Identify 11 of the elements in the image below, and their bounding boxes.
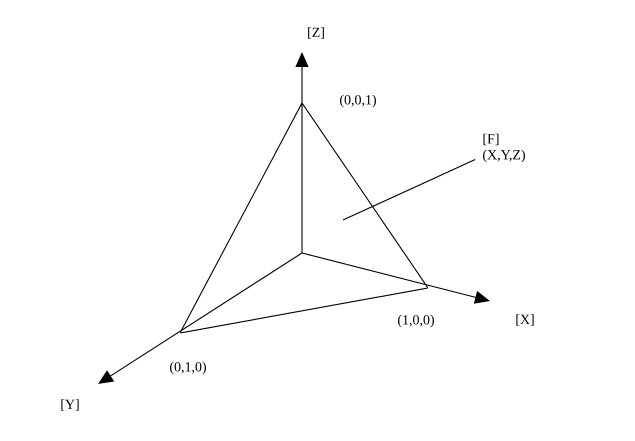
triangle-edge <box>180 288 428 334</box>
leader-line <box>342 158 476 220</box>
vertex-label: (0,0,1) <box>340 94 376 108</box>
triangle-edge <box>302 103 428 288</box>
point-label: [F] (X,Y,Z) <box>483 134 525 162</box>
vertex-label: (1,0,0) <box>398 314 434 328</box>
triangle-edge <box>180 103 302 333</box>
axis-label: [Y] <box>61 399 79 411</box>
axis-label: [X] <box>516 314 534 326</box>
axis-label: [Z] <box>308 27 324 39</box>
vertex-label: (0,1,0) <box>170 362 206 374</box>
